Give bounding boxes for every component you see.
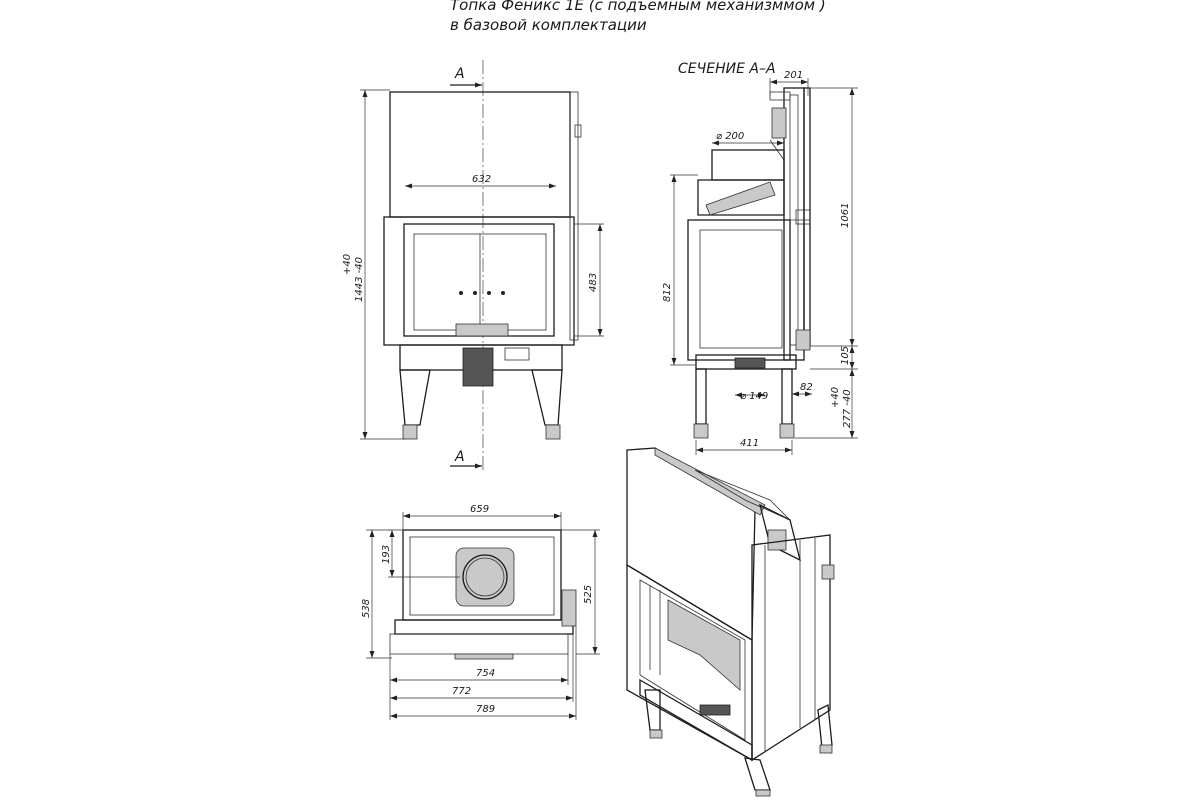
dim-inner-width: 659 [470,504,489,515]
front-leg-right [531,369,563,426]
iso-leg-front-right [744,757,771,791]
dim-leg-plus: +40 [830,387,841,408]
iso-glass-opening [639,579,746,741]
dim-depth: 411 [740,438,759,449]
iso-base [639,678,753,762]
dim-glass-height: 483 [588,273,599,292]
side-baffle [705,181,776,216]
section-title: СЕЧЕНИЕ А–А [678,61,776,77]
side-flue-collar [711,149,785,181]
front-hood-panel [389,91,571,218]
dim-body-depth: 525 [583,585,594,604]
dim-leg-offset: 82 [800,382,813,393]
front-air-regulator [462,347,494,387]
side-section-view: СЕЧЕНИЕ А–А 201 ⌀ 200 [662,61,858,455]
dim-top-depth: 201 [784,70,803,81]
side-firebox [687,219,791,361]
dim-glass-width: 632 [472,174,491,185]
dim-width-754: 754 [476,668,495,679]
front-leg-left [399,369,431,426]
dim-firebox-height: 812 [662,283,673,302]
section-marker-bottom: А [454,449,465,465]
side-door-plate [803,87,811,347]
dim-flue-diameter: ⌀ 200 [716,131,744,142]
dim-flue-offset: 193 [381,545,392,564]
dim-height-top: +40 [342,254,353,275]
iso-leg-rear-right [817,703,833,749]
dim-leg-height: 277 -40 [842,389,853,428]
front-view: А А 632 483 +40 [342,60,604,470]
dim-height-total: 1443 -40 [354,257,365,302]
drawing-title: Топка Феникс 1Е (с подъемным механизммом… [450,0,826,14]
dim-total-height: 1061 [840,203,851,228]
side-counterweight [771,107,787,139]
side-smoke-chamber [697,179,785,216]
side-base [695,354,797,370]
drawing-subtitle: в базовой комплектации [450,16,647,34]
top-lift-mechanism [561,589,577,627]
top-flue-plate [455,547,515,607]
side-leg-rear [781,368,793,425]
dim-air-inlet: ⌀ 149 [740,391,768,402]
dim-width-789: 789 [476,704,495,715]
iso-leg-front-left [644,689,661,731]
top-view: 659 193 538 525 754 772 789 [361,504,600,720]
top-door-frame [389,633,569,655]
top-flue-outlet [462,554,508,600]
front-door-glass [403,223,555,337]
front-door-handle [455,323,509,337]
side-leg-front [695,368,707,425]
iso-side-panel [751,534,831,762]
isometric-view [626,447,835,797]
dim-base-offset: 105 [840,346,851,365]
dim-width-772: 772 [452,686,471,697]
section-marker-top: А [454,66,465,82]
iso-hood [626,447,756,642]
top-front-frame [394,619,574,635]
dim-total-depth: 538 [361,599,372,618]
